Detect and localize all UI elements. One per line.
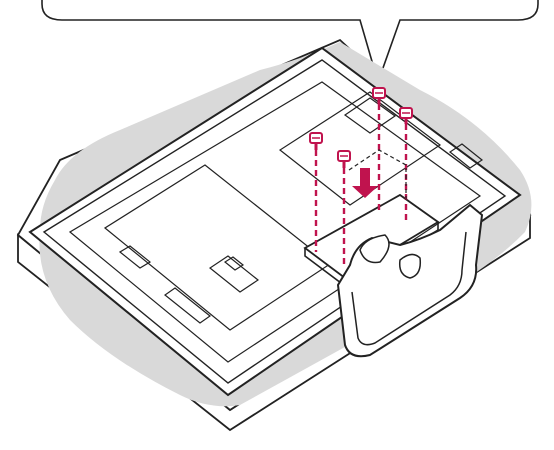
stand-hole [398,253,422,279]
screw-3 [372,87,386,104]
tv-back-panel [42,59,507,384]
stand-inner [351,231,467,346]
screw-2 [337,150,351,168]
screw-1 [309,132,323,150]
screw-4 [399,107,413,124]
down-arrow-icon [352,168,378,198]
screw-slot-outline [348,149,407,200]
stand-joint [359,234,390,264]
screw-guides [314,104,408,268]
